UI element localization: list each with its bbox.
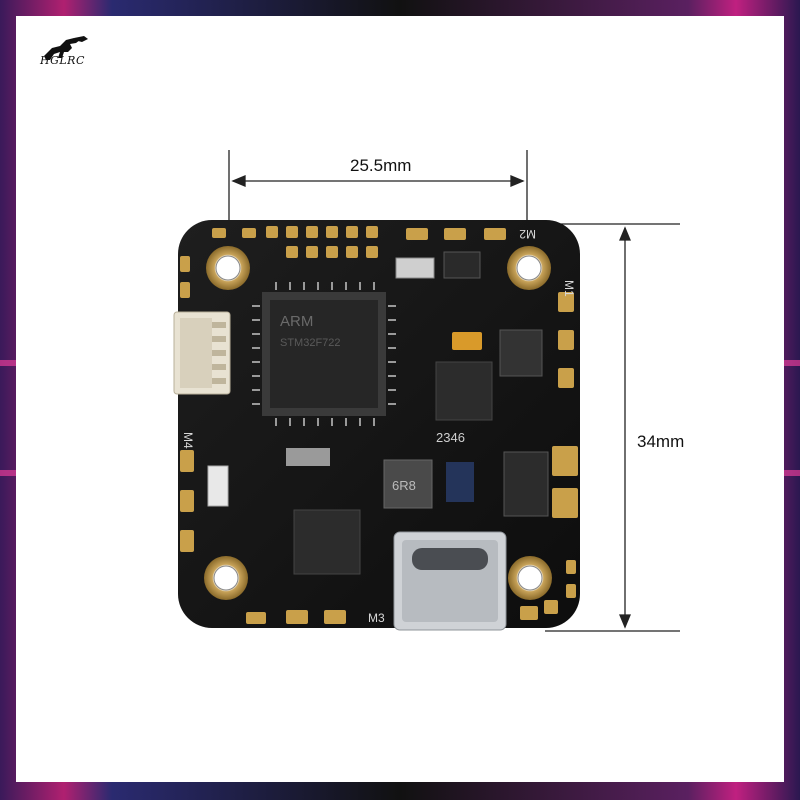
label-m3: M3 (368, 611, 385, 625)
mcu-marking-arm: ARM (280, 313, 313, 330)
width-dimension-label: 25.5mm (350, 156, 412, 175)
mcu-chip: ARM STM32F722 (252, 282, 396, 426)
blue-diode (446, 462, 474, 502)
label-m1: M1 (562, 280, 576, 297)
label-m2: M2 (519, 227, 536, 241)
jst-connector (173, 311, 231, 395)
inductor: 6R8 (383, 459, 433, 509)
usb-c-connector (393, 531, 507, 631)
mosfet (503, 451, 549, 517)
regulator (499, 329, 543, 377)
ic-code-text: 2346 (436, 430, 465, 445)
small-ic (443, 251, 481, 279)
mounting-holes (204, 246, 552, 600)
capacitor-orange (452, 332, 482, 350)
inductor-code-text: 6R8 (392, 478, 416, 493)
osd-chip (293, 509, 361, 575)
brand-logo-text: HGLRC (40, 54, 85, 67)
dinosaur-logo-icon (44, 36, 88, 60)
mcu-marking-part: STM32F722 (280, 337, 341, 349)
white-led (207, 465, 229, 507)
imu-chip (435, 361, 493, 421)
width-dimension (228, 150, 528, 228)
edge-pads (180, 226, 578, 624)
height-dimension (545, 223, 680, 632)
crystal (286, 448, 330, 466)
button-switch (395, 257, 435, 279)
label-m4: M4 (181, 432, 195, 449)
height-dimension-label: 34mm (637, 432, 685, 451)
